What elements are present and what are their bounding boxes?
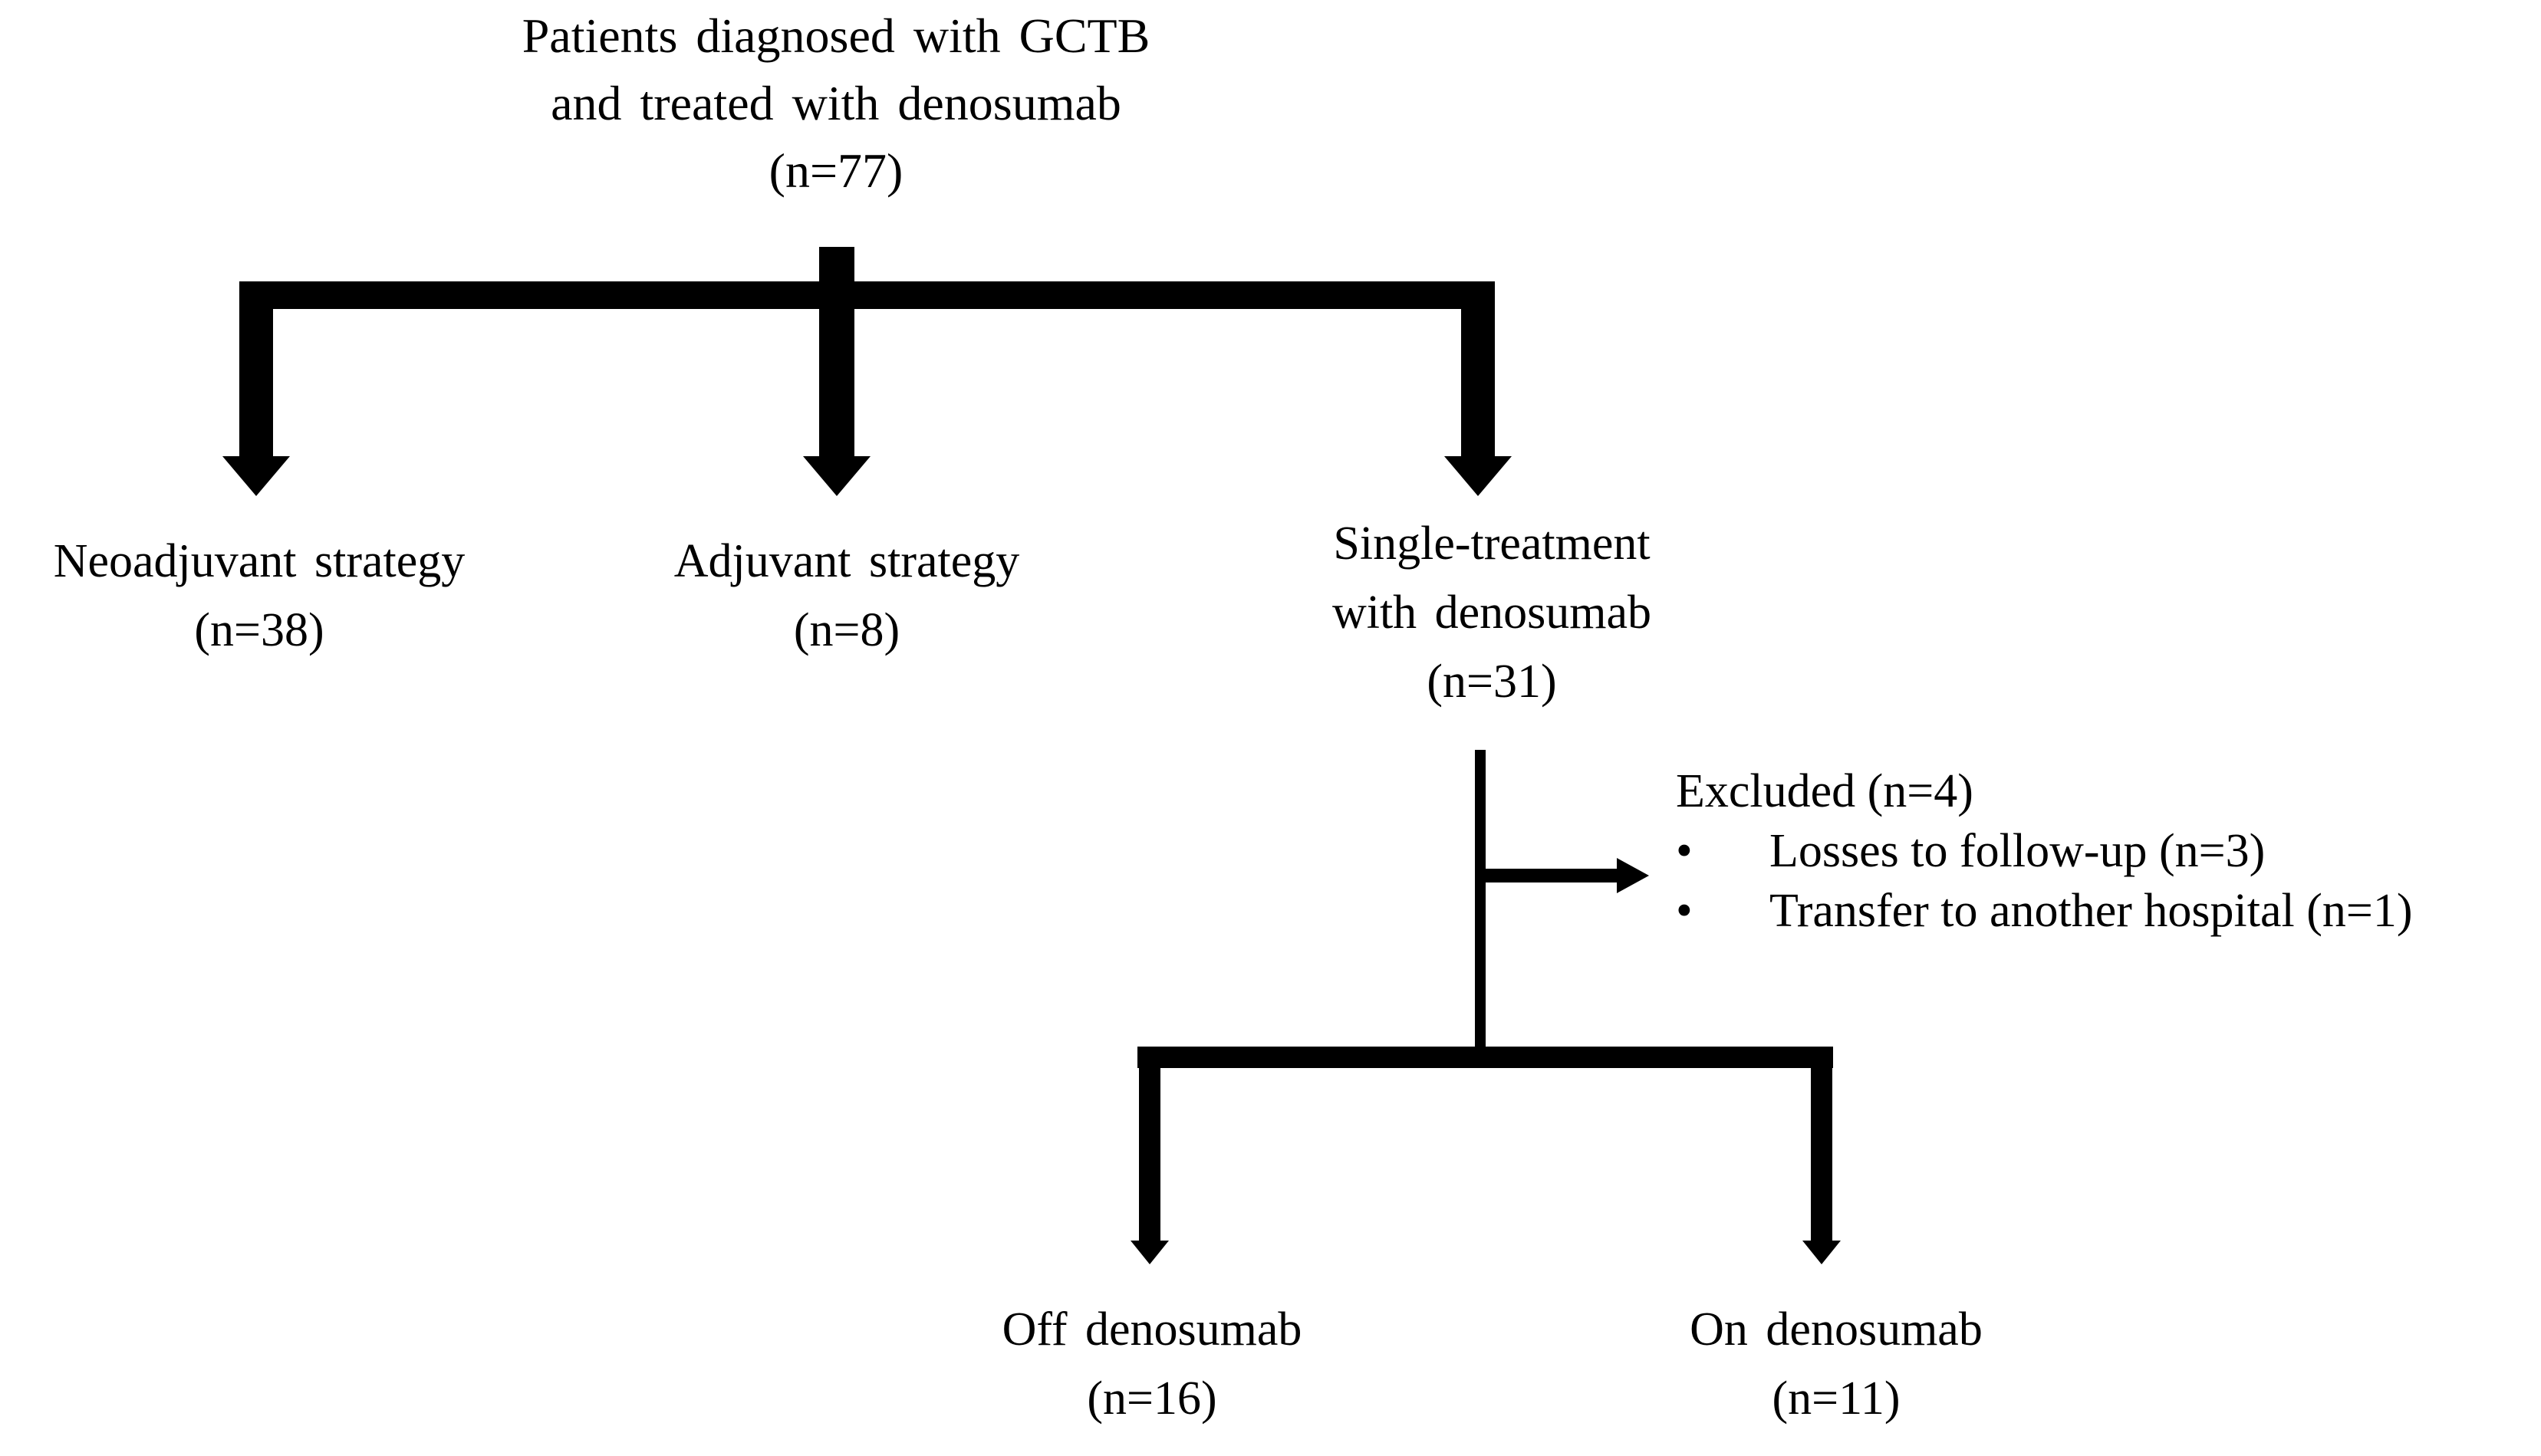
bottom-branch-bar <box>1137 1047 1833 1068</box>
excluded-title: Excluded (n=4) <box>1676 765 1973 817</box>
single-treatment-count: (n=31) <box>1427 656 1557 708</box>
single-treatment-line2: with denosumab <box>1331 587 1652 639</box>
single-treatment-node-label: Single-treatment with denosumab (n=31) <box>1262 509 1722 716</box>
off-denosumab-node-label: Off denosumab (n=16) <box>922 1295 1382 1433</box>
arrow-shaft-on-denosumab <box>1811 1068 1832 1241</box>
neoadjuvant-count: (n=38) <box>194 604 324 656</box>
on-denosumab-count: (n=11) <box>1772 1372 1901 1425</box>
single-treatment-line1: Single-treatment <box>1333 518 1651 570</box>
root-node-label: Patients diagnosed with GCTB and treated… <box>337 2 1335 205</box>
top-branch-bar <box>239 281 1495 309</box>
adjuvant-node-label: Adjuvant strategy (n=8) <box>617 527 1077 665</box>
arrow-shaft-adjuvant <box>819 281 854 456</box>
adjuvant-label: Adjuvant strategy <box>673 535 1020 587</box>
excluded-item-1-text: Losses to follow-up (n=3) <box>1769 825 2266 877</box>
arrow-down-icon-single-treatment <box>1444 456 1512 496</box>
arrow-shaft-off-denosumab <box>1139 1068 1160 1241</box>
root-line2: and treated with denosumab <box>551 76 1121 130</box>
arrow-shaft-single-treatment <box>1461 281 1495 456</box>
root-count: (n=77) <box>769 143 904 198</box>
excluded-node-label: Excluded (n=4) • Losses to follow-up (n=3… <box>1676 761 2541 941</box>
arrow-right-icon-excluded <box>1617 858 1649 893</box>
bullet-icon: • <box>1676 885 1693 937</box>
arrow-shaft-neoadjuvant <box>239 281 273 456</box>
neoadjuvant-node-label: Neoadjuvant strategy (n=38) <box>0 527 518 665</box>
excluded-item-2-text: Transfer to another hospital (n=1) <box>1769 885 2413 937</box>
excluded-item-2: • Transfer to another hospital (n=1) <box>1676 881 2541 941</box>
excluded-item-1: • Losses to follow-up (n=3) <box>1676 821 2541 881</box>
arrow-down-icon-off-denosumab <box>1131 1241 1169 1264</box>
arrow-down-icon-adjuvant <box>803 456 871 496</box>
bullet-icon: • <box>1676 825 1693 877</box>
excluded-arrow-shaft <box>1480 869 1618 882</box>
neoadjuvant-label: Neoadjuvant strategy <box>53 535 466 587</box>
off-denosumab-label: Off denosumab <box>1002 1303 1302 1356</box>
single-treatment-vertical-connector <box>1475 750 1486 1047</box>
root-stub-connector <box>819 247 854 285</box>
on-denosumab-label: On denosumab <box>1690 1303 1983 1356</box>
arrow-down-icon-neoadjuvant <box>222 456 290 496</box>
off-denosumab-count: (n=16) <box>1087 1372 1217 1425</box>
root-line1: Patients diagnosed with GCTB <box>522 8 1150 63</box>
on-denosumab-node-label: On denosumab (n=11) <box>1606 1295 2066 1433</box>
adjuvant-count: (n=8) <box>793 604 900 656</box>
arrow-down-icon-on-denosumab <box>1802 1241 1841 1264</box>
